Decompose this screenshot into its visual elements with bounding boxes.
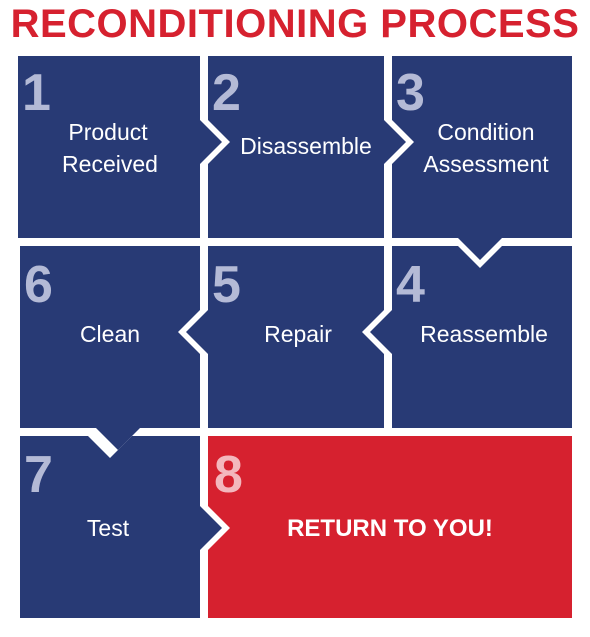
- step-2-disassemble: 2 Disassemble: [208, 56, 406, 238]
- step-4-number: 4: [396, 256, 425, 314]
- step-6-clean: 6 Clean: [20, 246, 200, 450]
- step-3-condition-assessment: 3 Condition Assessment: [392, 56, 572, 260]
- step-4-reassemble: 4 Reassemble: [370, 246, 572, 428]
- step-5-label: Repair: [264, 321, 332, 347]
- step-6-box: [20, 246, 200, 450]
- step-4-box: [370, 246, 572, 428]
- step-3-label-line-1: Condition: [437, 119, 534, 145]
- step-3-label-line-2: Assessment: [423, 151, 549, 177]
- step-2-label: Disassemble: [240, 133, 372, 159]
- step-4-label: Reassemble: [420, 321, 548, 347]
- step-2-box: [208, 56, 406, 238]
- step-3-box: [392, 56, 572, 260]
- step-7-number: 7: [24, 446, 53, 504]
- step-8-label: RETURN TO YOU!: [287, 515, 493, 542]
- step-7-label: Test: [87, 515, 130, 541]
- step-7-test: 7 Test: [20, 436, 222, 618]
- step-1-number: 1: [22, 64, 51, 122]
- step-5-number: 5: [212, 256, 241, 314]
- step-1-box: [18, 56, 222, 238]
- step-6-number: 6: [24, 256, 53, 314]
- step-1-product-received: 1 Product Received: [18, 56, 222, 238]
- step-8-box: [208, 436, 572, 618]
- step-6-label: Clean: [80, 321, 140, 347]
- step-1-label-line-1: Product: [68, 119, 148, 145]
- step-8-return-to-you: 8 RETURN TO YOU!: [208, 436, 572, 618]
- step-7-box: [20, 436, 222, 618]
- step-3-number: 3: [396, 64, 425, 122]
- step-2-number: 2: [212, 64, 241, 122]
- step-8-number: 8: [214, 446, 243, 504]
- step-5-box: [186, 246, 384, 428]
- step-5-repair: 5 Repair: [186, 246, 384, 428]
- diagram-title: RECONDITIONING PROCESS: [10, 2, 580, 46]
- step-1-label-line-2: Received: [62, 151, 158, 177]
